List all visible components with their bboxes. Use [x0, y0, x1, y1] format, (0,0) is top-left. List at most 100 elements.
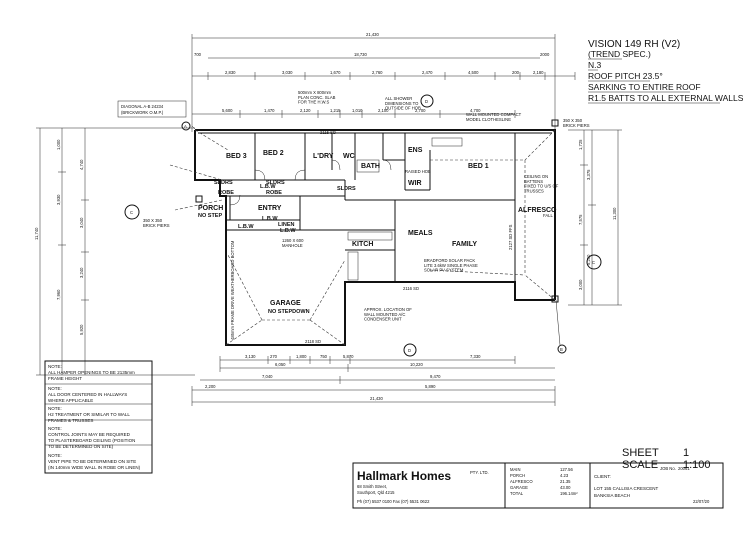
room-robe-2: ROBE — [266, 190, 282, 196]
notes-line-2: FRAME HEIGHT — [48, 376, 82, 381]
client-date: 22/07/20 — [693, 499, 710, 504]
section-markers: A B C C D D — [124, 94, 602, 357]
room-family: FAMILY — [452, 241, 477, 248]
company-address-1: 68 Smith Street, — [357, 484, 387, 489]
marker-d-bottom — [403, 343, 417, 357]
room-garage-note: NO STEPDOWN — [268, 309, 310, 315]
dim-top-row-1: 2,830 3,030 1,670 2,760 2,470 4,500 200 … — [225, 70, 544, 75]
room-garage: GARAGE — [270, 300, 301, 307]
dim-bottom-r1-3: 750 — [320, 354, 328, 359]
company-address-2: Southport, Qld 4215 — [357, 490, 395, 495]
notes-block: NOTE: ALL HAMPER OPENINGS TO BE 2135mm F… — [44, 360, 153, 474]
notes-line-4: ALL DOOR CENTERED IN HALLWAYS — [48, 392, 127, 397]
dim-bottom-r1-2: 1,800 — [296, 354, 307, 359]
room-kitch: KITCH — [352, 241, 373, 248]
header-line-0: VISION 149 RH (V2) — [588, 39, 680, 50]
dim-top-r1-3: 2,760 — [372, 70, 383, 75]
notes-line-14: VENT PIPE TO BE DETERMINED ON SITE — [48, 459, 136, 464]
client-lot: LOT 155 CALLISIA CRESCENT — [594, 486, 658, 491]
area-label-3: GARAGE — [510, 485, 528, 490]
dim-right-overall: 11,300 — [612, 207, 617, 220]
room-wc: WC — [343, 153, 355, 160]
top-dimensions: 21,430 18,730 700 2000 2,830 3,030 1,670… — [191, 32, 576, 132]
dim-top-r2-0: 5,600 — [222, 108, 233, 113]
dim-right-4: 5,250 — [586, 254, 591, 265]
marker-b-circle — [557, 344, 567, 354]
note-sd-1: 2115 SD — [320, 130, 336, 135]
diagonal-note: DIAGONAL A-B 24234 (BRICKWORK O.M.P.) — [117, 100, 187, 118]
company-suffix: PTY. LTD. — [470, 470, 489, 475]
spec-header: VISION 149 RH (V2) (TREND SPEC.) N.3 ROO… — [588, 39, 744, 104]
room-entry: ENTRY — [258, 205, 282, 212]
note-framing: 485mm FRAME DRIVE WEATHERBOARD BOTTOM — [230, 240, 235, 340]
note-sd-3: 2127 SD FFS — [508, 224, 513, 250]
note-hob: RAISED HOB — [405, 169, 431, 174]
sheet-scale: SHEET 1 SCALE 1:100 — [622, 447, 711, 471]
dim-top-overall: 21,430 — [366, 32, 379, 37]
scale-label: SCALE — [622, 459, 658, 471]
company-name: Hallmark Homes — [357, 469, 451, 483]
room-wir: WIR — [408, 180, 422, 187]
dim-bottom-r1-4: 5,870 — [343, 354, 354, 359]
room-bed1: BED 1 — [468, 163, 489, 170]
label-lbw-3: L.B.W — [260, 184, 276, 190]
dim-bottom-r1-0: 3,130 — [245, 354, 256, 359]
dim-top-r2-2: 2,120 — [300, 108, 311, 113]
client-suburb: BANKSIA BEACH — [594, 493, 630, 498]
area-label-4: TOTAL — [510, 491, 524, 496]
company-contact: Ph (07) 5537 0100 Fax (07) 5531 0622 — [357, 499, 430, 504]
area-label-1: PORCH — [510, 473, 525, 478]
label-slders-2: SLDRS — [266, 180, 285, 186]
room-labels: BED 3 BED 2 L'DRY WC BATH ENS WIR BED 1 … — [198, 147, 557, 315]
header-line-5: R1.5 BATTS TO ALL EXTERNAL WALLS — [588, 93, 744, 103]
notes-line-3: NOTE: — [48, 386, 62, 391]
bottom-dimensions: 3,130 270 1,800 750 5,870 7,330 6,050 10… — [191, 354, 556, 406]
dim-right-1: 7,575 — [578, 214, 583, 225]
room-porch-note: NO STEP — [198, 213, 222, 219]
dim-bottom-r2-1: 10,220 — [410, 362, 423, 367]
dim-bottom-r4-1: 5,890 — [425, 384, 436, 389]
dim-left-overall: 11,740 — [34, 227, 39, 240]
room-ldry: L'DRY — [313, 153, 334, 160]
dim-top-r1-6: 200 — [512, 70, 520, 75]
marker-a: A — [184, 124, 187, 129]
notes-line-13: NOTE: — [48, 453, 62, 458]
right-dimensions: 11,300 1,725 7,575 3,000 3,375 5,250 — [568, 129, 622, 306]
notes-line-8: FRAMES & TRUSSES — [48, 418, 93, 423]
dim-left-4: 3,040 — [79, 217, 84, 228]
dim-right-2: 3,000 — [578, 279, 583, 290]
marker-c-left — [124, 204, 140, 220]
client-label: CLIENT: — [594, 474, 611, 479]
dim-top-r2-1: 1,470 — [264, 108, 275, 113]
notes-line-12: TO BE DETERMINED ON SITE) — [48, 444, 114, 449]
notes-line-5: WHERE APPLICABLE — [48, 398, 93, 403]
dim-top-r1-0: 2,830 — [225, 70, 236, 75]
floor-plan — [169, 119, 559, 346]
area-value-4: 196.14m² — [560, 491, 578, 496]
label-slders-3: SLDRS — [337, 186, 356, 192]
dim-top-r1-5: 4,500 — [468, 70, 479, 75]
room-porch: PORCH — [198, 205, 223, 212]
title-block: Hallmark Homes PTY. LTD. 68 Smith Street… — [352, 462, 724, 509]
marker-d-top — [420, 94, 434, 108]
label-linen-lbw: L.B.W — [280, 228, 296, 234]
dim-left-2: 7,960 — [56, 289, 61, 300]
notes-line-7: H2 TREATMENT OR SIMILAR TO WALL — [48, 412, 130, 417]
room-robe-1: ROBE — [218, 190, 234, 196]
area-label-0: MAIN — [510, 467, 520, 472]
header-line-2: N.3 — [588, 60, 602, 70]
area-value-1: 4.23 — [560, 473, 569, 478]
notes-line-0: NOTE: — [48, 364, 62, 369]
header-line-1: (TREND SPEC.) — [588, 49, 651, 59]
header-line-3: ROOF PITCH 23.5° — [588, 71, 663, 81]
label-lbw-1: L.B.W — [262, 216, 278, 222]
